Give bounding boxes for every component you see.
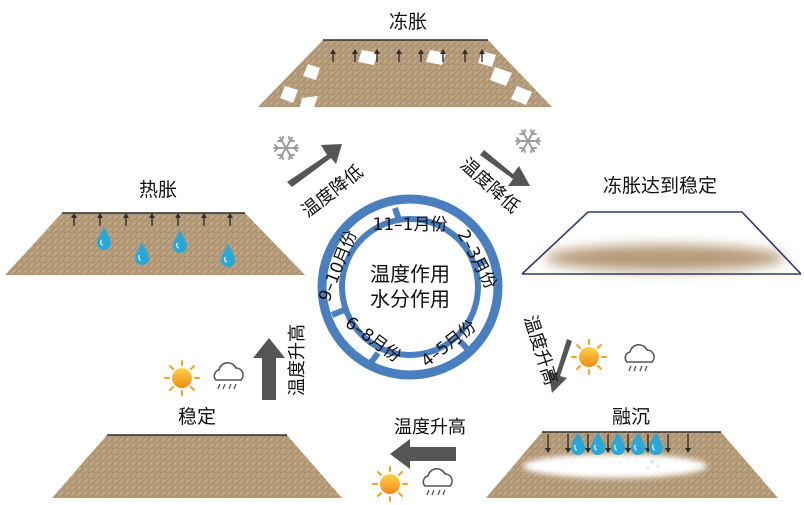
transition-warm-left: 温度升高 [253, 324, 308, 400]
transition-warm-right: 温度升高 [519, 313, 572, 393]
center-label-moisture: 水分作用 [370, 287, 450, 311]
thermal-expansion-title: 热胀 [139, 179, 177, 201]
transition-cool-left: 温度降低 [287, 144, 367, 222]
ring-label-nov-jan: 11–1月份 [373, 215, 448, 235]
warm-bottom-label: 温度升高 [394, 417, 466, 438]
sun-icon [372, 466, 408, 502]
frost-stable-title: 冻胀达到稳定 [603, 175, 717, 197]
stable-title: 稳定 [178, 406, 216, 428]
stage-thermal-expansion: 热胀 [5, 179, 305, 275]
rain-cloud-icon [624, 344, 655, 372]
warm-left-label: 温度升高 [287, 324, 308, 396]
rain-cloud-icon [213, 362, 244, 390]
warm-right-label: 温度升高 [519, 313, 561, 388]
stage-thaw-settlement: 融沉 [486, 406, 778, 498]
transition-warm-bottom: 温度升高 [390, 417, 466, 469]
frost-heave-title: 冻胀 [389, 11, 427, 33]
snowflake-icon [273, 136, 299, 160]
stage-frost-heave: 冻胀 [258, 11, 552, 107]
stage-stable: 稳定 [52, 406, 342, 498]
center-ring: 11–1月份 2–3月份 4–5月份 6–8月份 9–10月份 温度作用 水分作… [315, 194, 503, 380]
snowflake-icon [515, 129, 541, 153]
center-label-temperature: 温度作用 [370, 262, 450, 286]
sun-icon [164, 360, 200, 396]
stage-frost-stable: 冻胀达到稳定 [521, 175, 802, 275]
transition-cool-right: 温度降低 [456, 150, 530, 218]
rain-cloud-icon [422, 468, 453, 496]
thaw-settlement-title: 融沉 [612, 406, 650, 428]
sun-icon [571, 339, 607, 375]
